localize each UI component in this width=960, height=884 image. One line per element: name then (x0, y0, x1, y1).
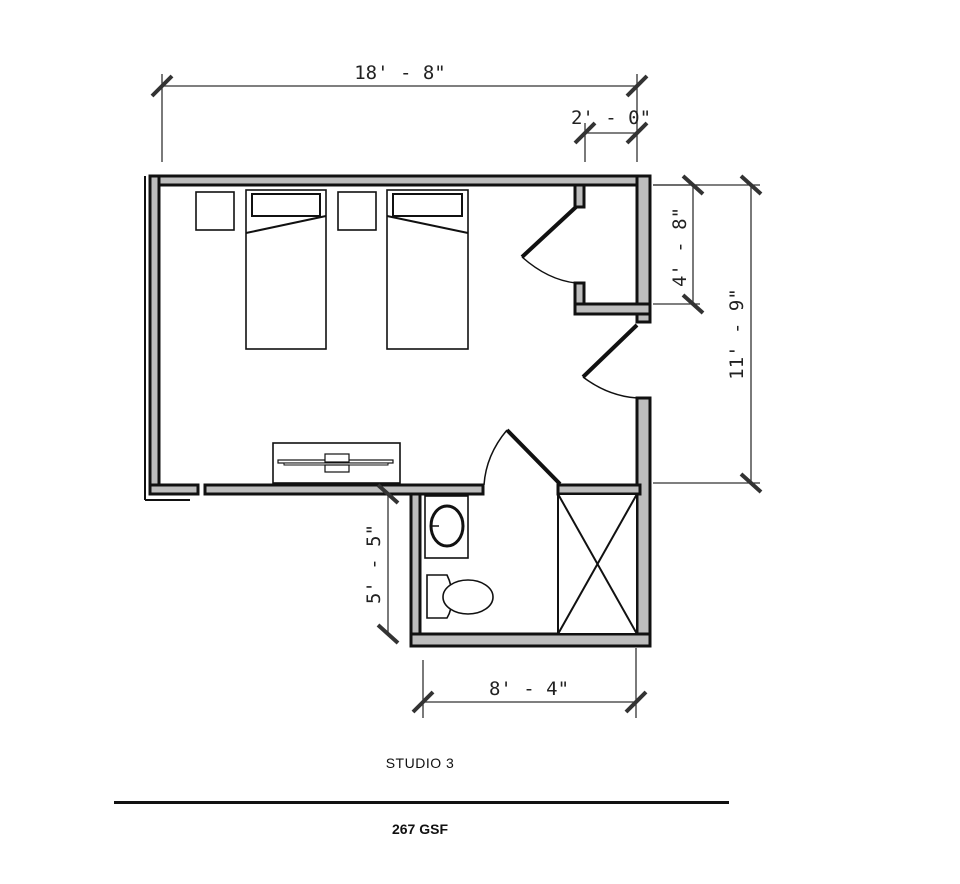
dim-overall-depth: 11' - 9" (726, 288, 748, 380)
closet-wall-bottom (573, 302, 652, 316)
entry-door (581, 323, 639, 379)
dim-bath-depth: 5' - 5" (363, 524, 385, 604)
plan-title: STUDIO 3 (385, 755, 455, 771)
dim-bath-width: 8' - 4" (489, 678, 569, 700)
toilet-bowl (442, 579, 494, 615)
wall-bedroom-bottom (203, 483, 485, 496)
nightstand-1 (195, 191, 235, 231)
nightstand-2 (337, 191, 377, 231)
dim-closet-depth: 4' - 8" (669, 207, 691, 287)
bath-wall-top-right (556, 483, 642, 496)
bath-door-swing (483, 429, 508, 486)
entry-door-swing (582, 376, 638, 399)
bath-door (505, 428, 562, 486)
plan-area: 267 GSF (391, 821, 449, 837)
closet-door-swing (521, 256, 577, 284)
closet-wall-top-stub (573, 183, 586, 209)
dim-closet-width: 2' - 0" (571, 107, 651, 129)
bath-wall-bottom (409, 632, 652, 648)
dimension-lines (150, 74, 763, 718)
wall-left (148, 174, 161, 488)
sink (429, 504, 465, 548)
title-divider (114, 801, 729, 804)
furniture (195, 189, 638, 635)
closet-door (520, 205, 578, 259)
wall-right-lower (635, 396, 652, 648)
dim-overall-width: 18' - 8" (354, 62, 446, 84)
wall-bedroom-bottom-left (148, 483, 200, 496)
bath-wall-left (409, 492, 422, 642)
bed-1-pillow (251, 193, 321, 217)
bed-2-pillow (392, 193, 463, 217)
wall-right-upper (635, 174, 652, 324)
doors (483, 205, 639, 486)
